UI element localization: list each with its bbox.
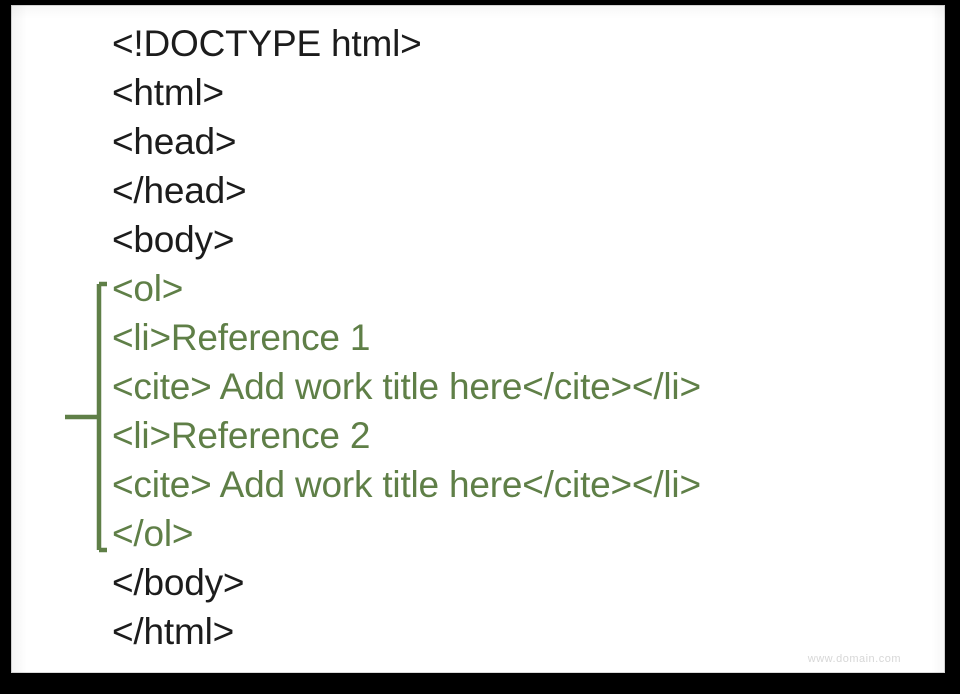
grouping-brace-annotation [65, 281, 107, 553]
code-line: </html> [112, 611, 234, 652]
code-slide-page: <!DOCTYPE html> <html> <head> </head> <b… [11, 5, 945, 673]
code-line: <li>Reference 1 [112, 317, 371, 358]
code-line: <head> [112, 121, 237, 162]
code-line: <!DOCTYPE html> [112, 23, 422, 64]
watermark-text: www.domain.com [807, 653, 901, 665]
code-line: </body> [112, 562, 245, 603]
code-line: <cite> Add work title here</cite></li> [112, 366, 701, 407]
code-line: <ol> [112, 268, 184, 309]
code-line: <li>Reference 2 [112, 415, 371, 456]
code-line: <body> [112, 219, 235, 260]
code-listing: <!DOCTYPE html> <html> <head> </head> <b… [112, 19, 932, 656]
code-line: </ol> [112, 513, 194, 554]
code-line: <html> [112, 72, 224, 113]
code-line: </head> [112, 170, 247, 211]
code-line: <cite> Add work title here</cite></li> [112, 464, 701, 505]
